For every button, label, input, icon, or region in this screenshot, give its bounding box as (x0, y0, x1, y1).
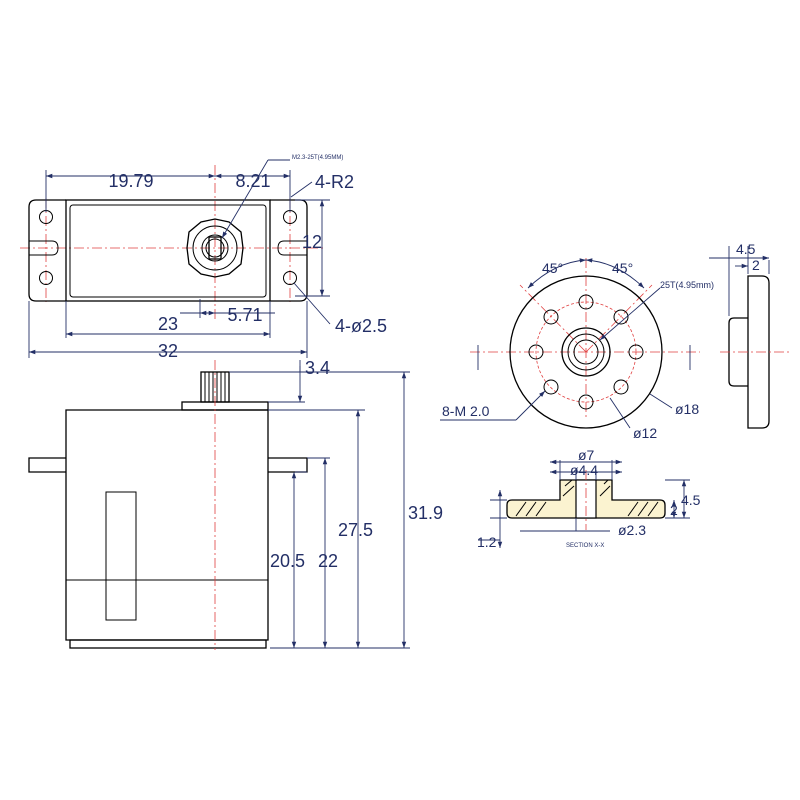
dia-18-leader (649, 393, 673, 409)
mounting-hole (39, 271, 53, 285)
horn-side-4-5-label: 4.5 (736, 241, 756, 257)
horn-hub-outer (561, 327, 611, 377)
angle-left-label: 45° (542, 260, 563, 276)
horn-hole (578, 294, 594, 310)
horn-hole (578, 394, 594, 410)
horn-spline-bore (573, 339, 599, 365)
dimension-5-71-label: 5.71 (227, 305, 262, 325)
angle-line-right (585, 284, 653, 353)
dia-12-leader (609, 397, 631, 429)
horn-hole (543, 379, 559, 395)
section-dia-7-label: ø7 (578, 447, 595, 463)
bolt-circle (535, 301, 637, 403)
dimension-32-label: 32 (158, 341, 178, 361)
section-dia-4-4-label: ø4.4 (570, 462, 598, 478)
dimension-22-label: 22 (318, 551, 338, 571)
holes-leader (515, 390, 546, 421)
angle-right-label: 45° (612, 260, 633, 276)
horn-hole (543, 309, 559, 325)
section-1-2-label: 1.2 (477, 534, 497, 550)
output-gear-housing (186, 218, 244, 278)
left-flange-slot (29, 240, 59, 256)
holes-leader (293, 282, 331, 325)
dimension-12-label: 12 (302, 232, 322, 252)
horn-hub-inner (567, 333, 605, 371)
dia-18-label: ø18 (675, 401, 699, 417)
section-2-label: 2 (670, 502, 678, 518)
angle-arc-left (527, 258, 587, 289)
shaft-splines (204, 372, 226, 402)
horn-hole (528, 344, 544, 360)
mounting-hole (283, 271, 297, 285)
dimension-23-label: 23 (158, 314, 178, 334)
section-dia-2-3-label: ø2.3 (618, 522, 646, 538)
case-inner-edge (69, 204, 267, 298)
servo-case-front (65, 409, 269, 641)
corner-radius-label: 4-R2 (315, 172, 354, 192)
radius-leader (290, 181, 313, 198)
spline-root (205, 238, 225, 258)
right-flange-slot (277, 240, 307, 256)
dimension-31-9-label: 31.9 (408, 503, 443, 523)
servo-case-top (65, 199, 271, 302)
horn-side-view: 4.5 2 (709, 241, 790, 429)
spline-shaft (208, 236, 222, 260)
horn-front-view: 45° 45° 25T(4.95mm) 8-M 2.0 ø18 ø12 (440, 258, 714, 441)
label-recess (105, 491, 137, 621)
horn-hole (613, 379, 629, 395)
horn-hole (613, 309, 629, 325)
horn-hole (628, 344, 644, 360)
dimension-19-79-label: 19.79 (108, 171, 153, 191)
horn-holes-label: 8-M 2.0 (442, 403, 490, 419)
left-mounting-flange (28, 199, 66, 302)
section-caption: SECTION X-X (566, 543, 604, 549)
top-view: 19.79 8.21 4-R2 M2.3-25T(4.95MM) 12 5.71… (20, 155, 387, 361)
angle-arc-right (585, 258, 645, 289)
dimension-27-5-label: 27.5 (338, 520, 373, 540)
case-bottom (69, 639, 267, 649)
horn-spline-label: 25T(4.95mm) (660, 280, 714, 290)
spline-leader (221, 159, 269, 239)
mounting-holes-label: 4-ø2.5 (335, 316, 387, 336)
top-boss (181, 401, 269, 411)
gear-ring (192, 225, 238, 271)
left-mounting-tab (28, 457, 66, 473)
dimension-8-21-label: 8.21 (235, 171, 270, 191)
section-4-5-label: 4.5 (681, 492, 701, 508)
horn-spline-leader (599, 287, 661, 341)
right-mounting-tab (268, 457, 308, 473)
spline-outer (201, 234, 229, 262)
dia-12-label: ø12 (633, 425, 657, 441)
horn-side-2-label: 2 (752, 257, 760, 273)
spline-spec-label: M2.3-25T(4.95MM) (292, 155, 343, 161)
section-view: ø7 ø4.4 4.5 2 1.2 ø2.3 SECTION X-X (477, 447, 701, 550)
dimension-20-5-label: 20.5 (270, 551, 305, 571)
dimension-3-4-label: 3.4 (305, 358, 330, 378)
front-view: 3.4 31.9 27.5 22 20.5 (28, 358, 443, 650)
section-hatching (515, 479, 659, 517)
angle-line-left (519, 284, 587, 353)
horn-disc-side (747, 275, 770, 429)
